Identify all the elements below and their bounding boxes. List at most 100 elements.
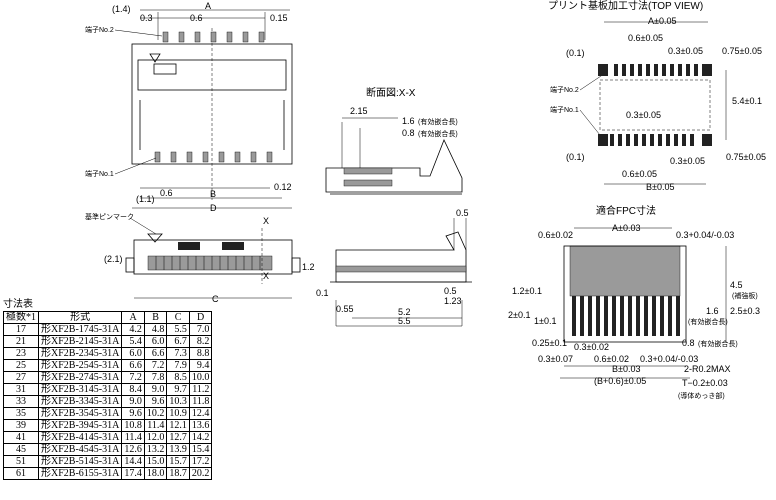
table-cell: 9.6 <box>143 395 168 408</box>
table-cell: 形XF2B-3345-31A <box>37 395 123 408</box>
dim-1-2: 1.2 <box>302 262 315 272</box>
terminal-no2-label: 端子No.2 <box>85 25 114 34</box>
table-cell: 形XF2B-3145-31A <box>37 383 123 396</box>
table-cell: 6.7 <box>166 335 190 348</box>
pcb-dim-0-3-top: 0.3±0.05 <box>668 46 703 56</box>
side-view: 0.5 0.1 0.5 1.23 0.55 5.2 5.5 <box>316 208 472 327</box>
fpc-dim-a: A±0.03 <box>612 223 640 233</box>
fpc-dim-0-3-top: 0.3+0.04/-0.03 <box>676 230 734 240</box>
table-cell: 41 <box>3 431 39 444</box>
table-cell: 形XF2B-4145-31A <box>37 431 123 444</box>
fpc-dim-1: 1±0.1 <box>534 316 556 326</box>
table-cell: 14.4 <box>121 455 145 468</box>
table-cell: 13.6 <box>188 419 213 432</box>
table-cell: 12.6 <box>121 443 145 456</box>
table-cell: 形XF2B-2145-31A <box>37 335 123 348</box>
pcb-dim-0-1-bottom: (0.1) <box>566 152 585 162</box>
table-cell: 35 <box>3 407 39 420</box>
table-cell: 11.4 <box>121 431 145 444</box>
fpc-dim-0-3-b: 0.3±0.07 <box>538 354 573 364</box>
pcb-view: プリント基板加工寸法(TOP VIEW) A±0.05 0.6±0.05 0.3… <box>548 0 766 192</box>
table-cell: 11.8 <box>188 395 213 408</box>
table-cell: 形XF2B-6155-31A <box>37 467 123 480</box>
pcb-dim-0-6-bottom: 0.6±0.05 <box>622 169 657 179</box>
table-cell: 18.0 <box>143 467 168 480</box>
fpc-dim-4-5: 4.5 <box>730 280 743 290</box>
fpc-dim-b: B±0.03 <box>612 364 640 374</box>
table-cell: 7.2 <box>121 371 145 384</box>
table-cell: 15.0 <box>143 455 168 468</box>
fpc-dim-0-6-b: 0.6±0.02 <box>594 354 629 364</box>
table-cell: 13.9 <box>166 443 190 456</box>
dim-1-6-note: (有効嵌合長) <box>418 117 458 126</box>
fpc-view: 適合FPC寸法 A±0.03 0.6±0.02 0.3+0.04/-0.03 4… <box>508 204 760 400</box>
table-cell: 11.2 <box>188 383 213 396</box>
section-view: 断面図:X-X 2.15 1.6 (有効嵌合長) 0.8 (有効嵌合長) <box>325 86 463 195</box>
fpc-dim-0-25: 0.25±0.1 <box>532 338 567 348</box>
table-cell: 6.6 <box>121 359 145 372</box>
table-cell: 5.4 <box>121 335 145 348</box>
table-cell: 形XF2B-1745-31A <box>37 323 123 336</box>
table-cell: 7.0 <box>188 323 213 336</box>
pcb-dim-0-1-top: (0.1) <box>566 48 585 58</box>
side-dim-1-23: 1.23 <box>444 296 462 306</box>
table-cell: 12.4 <box>188 407 213 420</box>
fpc-dim-1-6: 1.6 <box>706 306 719 316</box>
header-a: A <box>121 311 145 324</box>
header-model: 形式 <box>37 311 123 324</box>
table-cell: 18.7 <box>166 467 190 480</box>
front-top-terminals <box>162 31 265 43</box>
table-header-row: 極数*1 形式 A B C D <box>3 311 213 324</box>
x-label-top: X <box>263 216 269 226</box>
dim-0-6: 0.6 <box>190 13 203 23</box>
pcb-top-pads <box>598 64 712 76</box>
table-cell: 7.3 <box>166 347 190 360</box>
table-cell: 6.6 <box>143 347 168 360</box>
dim-d: D <box>210 203 217 213</box>
fpc-dim-b-0-6: (B+0.6)±0.05 <box>594 376 646 386</box>
table-cell: 9.0 <box>121 395 145 408</box>
pcb-dim-b: B±0.05 <box>646 182 674 192</box>
dim-0-3: 0.3 <box>140 13 153 23</box>
pcb-dim-0-75-bottom: 0.75±0.05 <box>726 152 766 162</box>
table-cell: 23 <box>3 347 39 360</box>
table-cell: 8.5 <box>166 371 190 384</box>
header-poles: 極数*1 <box>3 311 39 324</box>
table-cell: 4.8 <box>143 323 168 336</box>
dim-0-8-note: (有効嵌合長) <box>418 129 458 138</box>
table-cell: 45 <box>3 443 39 456</box>
table-cell: 14.2 <box>188 431 213 444</box>
dim-2-15: 2.15 <box>350 106 368 116</box>
fpc-dim-2-5: 2.5±0.3 <box>730 306 760 316</box>
table-cell: 8.8 <box>188 347 213 360</box>
table-cell: 7.2 <box>143 359 168 372</box>
dim-1-4: (1.4) <box>112 4 131 14</box>
side-dim-0-5: 0.5 <box>444 286 457 296</box>
dim-0-15: 0.15 <box>270 13 288 23</box>
table-cell: 17.4 <box>121 467 145 480</box>
table-cell: 10.0 <box>188 371 213 384</box>
fpc-dim-0-3-c: 0.3+0.04/-0.03 <box>640 354 698 364</box>
table-cell: 25 <box>3 359 39 372</box>
side-dim-0-55: 0.55 <box>336 304 354 314</box>
dim-c: C <box>212 294 219 304</box>
dim-2-1: (2.1) <box>104 254 123 264</box>
pcb-dim-5-4: 5.4±0.1 <box>732 96 762 106</box>
table-cell: 9.7 <box>166 383 190 396</box>
fpc-dim-0-8-note: (有効嵌合長) <box>698 339 738 348</box>
x-label-bottom: X <box>263 271 269 281</box>
side-dim-5-5: 5.5 <box>398 316 411 326</box>
table-cell: 31 <box>3 383 39 396</box>
fpc-dim-0-8: 0.8 <box>682 338 695 348</box>
table-cell: 33 <box>3 395 39 408</box>
table-cell: 形XF2B-2745-31A <box>37 371 123 384</box>
table-cell: 12.0 <box>143 431 168 444</box>
